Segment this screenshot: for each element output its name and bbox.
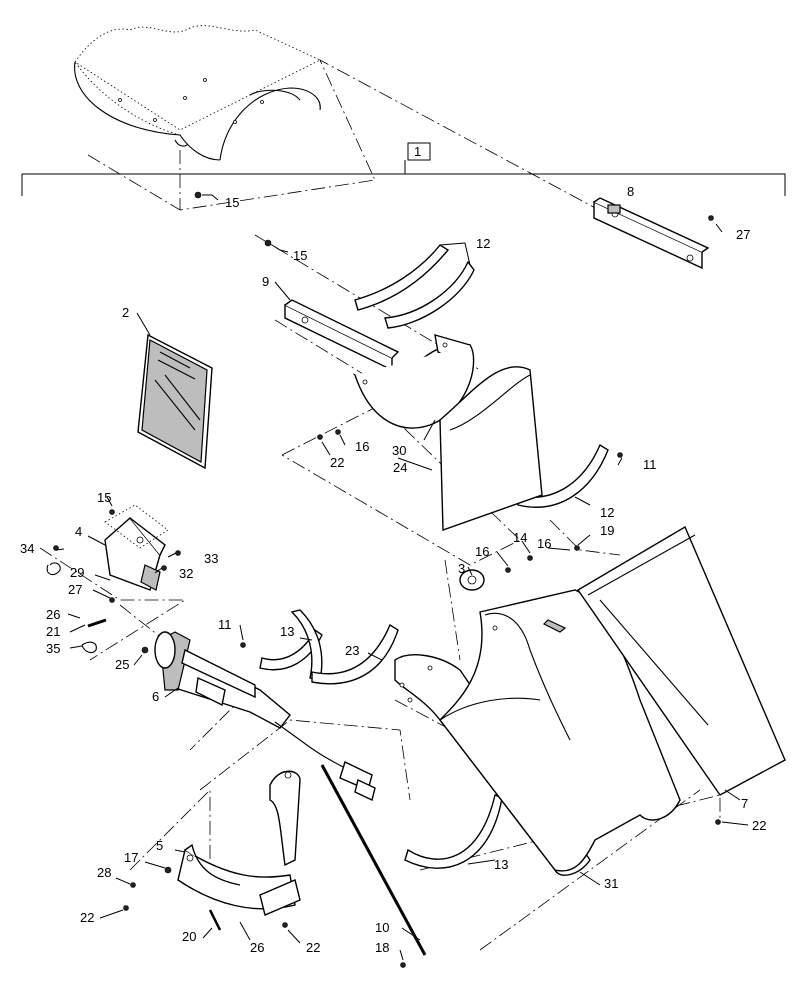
callout-28: 28 (97, 865, 111, 880)
callout-8: 8 (627, 184, 634, 199)
callout-16b: 16 (475, 544, 489, 559)
callout-29: 29 (70, 565, 84, 580)
callout-11a: 11 (643, 457, 657, 472)
callout-27a: 27 (736, 227, 750, 242)
callout-5: 5 (156, 838, 163, 853)
callout-34: 34 (20, 541, 34, 556)
callout-27b: 27 (68, 582, 82, 597)
callout-22a: 22 (330, 455, 344, 470)
bracket-part-9 (284, 299, 400, 372)
callout-16a: 16 (355, 439, 369, 454)
rod-part-10 (320, 764, 427, 956)
callout-labels: 1 2 3 4 5 6 7 8 9 10 11 11 12 12 12 13 1… (20, 144, 766, 955)
callout-26b: 26 (250, 940, 264, 955)
leader-lines (55, 194, 749, 961)
upper-tube-housing (74, 25, 321, 161)
callout-2: 2 (122, 305, 129, 320)
callout-13a: 13 (280, 624, 294, 639)
callout-22c: 22 (306, 940, 320, 955)
callout-3: 3 (458, 561, 465, 576)
callout-1: 1 (414, 144, 421, 159)
callout-12b: 12 (600, 505, 614, 520)
callout-15c: 15 (97, 490, 111, 505)
callout-26a: 26 (46, 607, 60, 622)
callout-11b: 11 (218, 617, 232, 632)
callout-17: 17 (124, 850, 138, 865)
strap-part-5 (177, 770, 301, 916)
callout-25: 25 (115, 657, 129, 672)
callout-35: 35 (46, 641, 60, 656)
deflector-part-7 (576, 525, 786, 796)
callout-4: 4 (75, 524, 82, 539)
operators-manual-part (137, 333, 213, 470)
callout-14: 14 (513, 530, 527, 545)
pivot-plate-part-3 (459, 569, 485, 591)
callout-15b: 15 (293, 248, 307, 263)
bracket-part-8 (593, 197, 710, 270)
callout-22b: 22 (80, 910, 94, 925)
wear-sheet-part-24 (439, 366, 543, 531)
callout-13b: 13 (494, 857, 508, 872)
callout-6: 6 (152, 689, 159, 704)
callout-21: 21 (46, 624, 60, 639)
callout-16c: 16 (537, 536, 551, 551)
actuator-part-6 (154, 631, 376, 801)
callout-9: 9 (262, 274, 269, 289)
callout-32: 32 (179, 566, 193, 581)
hardware-fasteners (46, 191, 721, 968)
callout-10: 10 (375, 920, 389, 935)
callout-24: 24 (393, 460, 407, 475)
callout-23: 23 (345, 643, 359, 658)
lower-shell-part-30 (352, 334, 475, 429)
assembly-label-box (407, 142, 431, 161)
callout-33: 33 (204, 551, 218, 566)
callout-31: 31 (604, 876, 618, 891)
callout-7: 7 (741, 796, 748, 811)
callout-22d: 22 (752, 818, 766, 833)
mount-bracket-part-4 (104, 504, 169, 591)
callout-18: 18 (375, 940, 389, 955)
callout-12a: 12 (476, 236, 490, 251)
chute-part-31 (394, 589, 681, 876)
callout-30: 30 (392, 443, 406, 458)
callout-15a: 15 (225, 195, 239, 210)
callout-19: 19 (600, 523, 614, 538)
callout-20: 20 (182, 929, 196, 944)
assembly-bracket (21, 142, 786, 196)
